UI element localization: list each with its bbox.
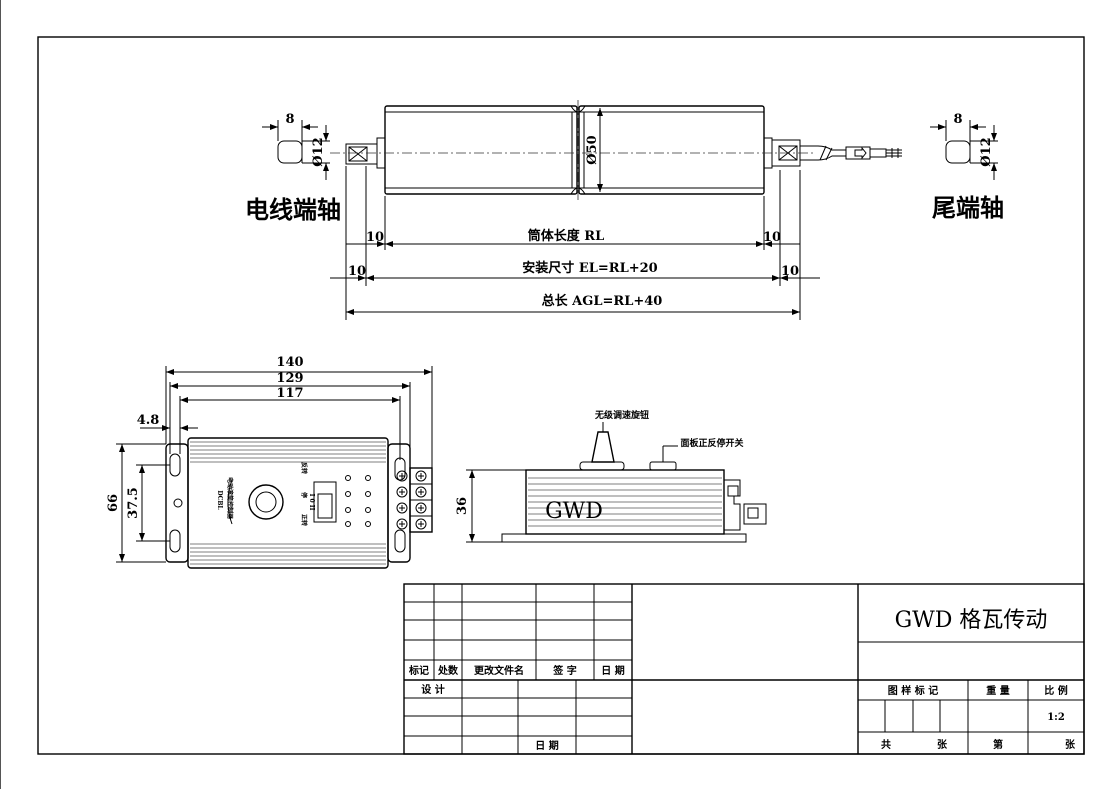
- scale-value: 1:2: [1047, 712, 1065, 723]
- title-block: 标记 处数 更改文件名 签 字 日 期 设 计 日 期 GWD 格瓦传动 图 样…: [403, 583, 1085, 755]
- dim-140: 140: [276, 355, 303, 370]
- dim-36: 36: [455, 497, 470, 515]
- total-label: 共: [881, 738, 891, 751]
- left-shaft-length: 8: [285, 112, 294, 127]
- col-mark: 标记: [408, 664, 429, 677]
- right-shaft-diameter: Ø12: [979, 137, 994, 166]
- left-shaft-label: 电线端轴: [245, 195, 341, 224]
- drawing-border: [37, 36, 1085, 755]
- left-shaft-detail: [277, 140, 303, 164]
- cable: [800, 145, 846, 151]
- col-doc: 更改文件名: [474, 664, 524, 677]
- company-name: GWD 格瓦传动: [895, 608, 1048, 633]
- dim-body: 筒体长度 RL: [528, 228, 604, 244]
- base-plate: [501, 533, 747, 543]
- sheet-no-label: 第: [993, 738, 1003, 751]
- side-knob-icon: [591, 431, 615, 463]
- switch-positions: I 0 II: [308, 494, 315, 511]
- speed-knob-icon: [248, 484, 284, 520]
- controller-model: DCBL: [216, 490, 223, 510]
- date-label: 日 期: [535, 739, 558, 752]
- col-sign: 签 字: [552, 664, 576, 677]
- side-body: [525, 469, 725, 535]
- roller-drawing: Ø50 8 Ø12 电线端轴 8 Ø12 尾端轴: [245, 100, 1004, 320]
- controller-top-view: DCBL 电动滚筒控制器 I 0 II 反转 停 正转 140: [106, 355, 433, 569]
- side-switch-icon: [649, 461, 677, 471]
- col-date: 日 期: [601, 664, 624, 677]
- col-count: 处数: [437, 664, 459, 677]
- right-shaft-length: 8: [953, 112, 962, 127]
- sheets-label: 张: [1065, 738, 1076, 751]
- diameter-label: Ø50: [585, 135, 600, 164]
- dim-body-left: 10: [366, 230, 384, 245]
- roller-body-right: [578, 105, 765, 195]
- dim-total: 总长 AGL=RL+40: [542, 293, 663, 309]
- controller-name: 电动滚筒控制器: [226, 477, 234, 520]
- weight-label: 重 量: [986, 684, 1009, 697]
- right-shaft-label: 尾端轴: [932, 193, 1004, 222]
- dim-4-8: 4.8: [137, 413, 160, 428]
- switch-reverse-label: 反转: [300, 462, 308, 474]
- cooling-fins: [190, 441, 386, 565]
- controller-side-view: GWD 无级调速旋钮 面板正反停开关 36: [455, 409, 767, 543]
- design-label: 设 计: [421, 683, 444, 696]
- dim-37-5: 37.5: [126, 487, 141, 519]
- switch-label: 面板正反停开关: [680, 437, 743, 449]
- total-sheets-label: 张: [937, 738, 948, 751]
- switch-forward-label: 正转: [300, 514, 308, 526]
- dim-117: 117: [276, 386, 303, 401]
- controller-body: [187, 437, 389, 569]
- dim-66: 66: [106, 494, 121, 512]
- dim-129: 129: [276, 371, 303, 386]
- side-brand: GWD: [545, 499, 603, 524]
- roller-body-left: [384, 105, 578, 195]
- left-shaft-diameter: Ø12: [311, 137, 326, 166]
- switch-stop-label: 停: [300, 492, 308, 498]
- direction-switch-icon: [313, 481, 337, 523]
- right-shaft-detail: [945, 140, 971, 164]
- scale-label: 比 例: [1044, 684, 1067, 697]
- sample-mark-label: 图 样 标 记: [888, 684, 938, 697]
- dim-install-left: 10: [348, 264, 366, 279]
- knob-label: 无级调速旋钮: [594, 409, 649, 421]
- dim-install: 安装尺寸 EL=RL+20: [522, 260, 657, 276]
- dim-body-right: 10: [763, 230, 781, 245]
- dim-install-right: 10: [781, 264, 799, 279]
- left-shaft: [345, 143, 378, 165]
